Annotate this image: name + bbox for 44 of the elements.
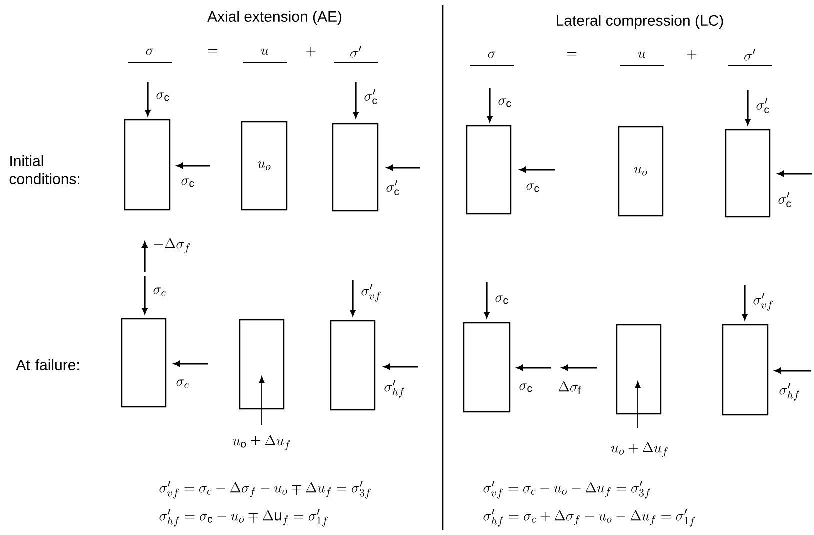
operator-symbol: $=$ (567, 52, 577, 56)
stress-label: $\sigma_{\mathrm{c}}$ (182, 178, 194, 188)
stress-label: $\sigma_{\mathrm{c}}$ (496, 296, 508, 304)
equation: $\sigma'_{hf} = \sigma_c + \Delta\sigma_f - u_o - \Delta u_f = \sigma'_{1f}$ (484, 509, 696, 527)
specimen-box (124, 119, 171, 211)
panel-title: Axial extension (AE) (208, 11, 342, 25)
stress-label: $\sigma_{\mathrm{c}}$ (156, 92, 170, 102)
stress-label: $\sigma_c$ (176, 380, 189, 388)
stress-label: $\sigma_{\mathrm{c}}$ (498, 98, 512, 108)
specimen-box: $u_o$ (618, 126, 664, 217)
stress-label: $u_o + \Delta u_f$ (611, 442, 668, 458)
equation: $\sigma'_{hf} = \sigma_{\mathrm{c}} - u_o \mp \Delta \mathrm{u}_f = \sigma'_{1f}$ (160, 509, 328, 527)
row-label: Initial conditions: (10, 156, 80, 184)
stress-label: $\sigma_c$ (154, 288, 166, 296)
stress-label: $\sigma'_{vf}$ (754, 293, 773, 311)
stress-label: $\sigma_{\mathrm{c}}$ (526, 184, 540, 192)
specimen-box (330, 320, 376, 411)
specimen-box: $u_o$ (241, 121, 288, 211)
operator-symbol: $+$ (306, 47, 316, 57)
row-label: At failure: (16, 359, 80, 370)
specimen-box (616, 324, 662, 415)
operator-symbol: $=$ (208, 49, 218, 53)
stress-label: $\sigma_{\mathrm{c}}$ (520, 384, 532, 392)
specimen-box (725, 129, 771, 218)
equation: $\sigma'_{vf} = \sigma_c - \Delta\sigma_f - u_o \mp \Delta u_f = \sigma'_{3f}$ (160, 481, 371, 499)
stress-label: $\sigma'_{\mathrm{c}}$ (364, 89, 378, 104)
stress-label: $\Delta\sigma_{\mathrm{f}}$ (558, 381, 581, 394)
specimen-box (722, 324, 769, 416)
stress-label: $\sigma'_{\mathrm{c}}$ (386, 180, 400, 196)
stress-label: $\sigma'_{hf}$ (384, 380, 405, 398)
specimen-box (239, 319, 285, 410)
stress-label: $\sigma'_{\mathrm{c}}$ (778, 192, 792, 208)
stress-label: $u_{\mathrm{o}} \pm \Delta u_f$ (233, 435, 290, 450)
specimen-box (466, 125, 512, 215)
panel-title: Lateral compression (LC) (557, 15, 724, 29)
specimen-box (332, 123, 379, 212)
operator-symbol: $+$ (687, 50, 697, 60)
stress-label: $-\Delta\sigma_f$ (154, 238, 190, 254)
specimen-box (121, 318, 167, 408)
stress-label: $\sigma'_{\mathrm{c}}$ (756, 98, 770, 114)
specimen-box (463, 322, 511, 413)
stress-label: $\sigma'_{vf}$ (362, 284, 381, 302)
stress-label: $\sigma'_{hf}$ (780, 383, 800, 401)
equation: $\sigma'_{vf} = \sigma_c - u_o - \Delta u_f = \sigma'_{3f}$ (484, 481, 651, 499)
